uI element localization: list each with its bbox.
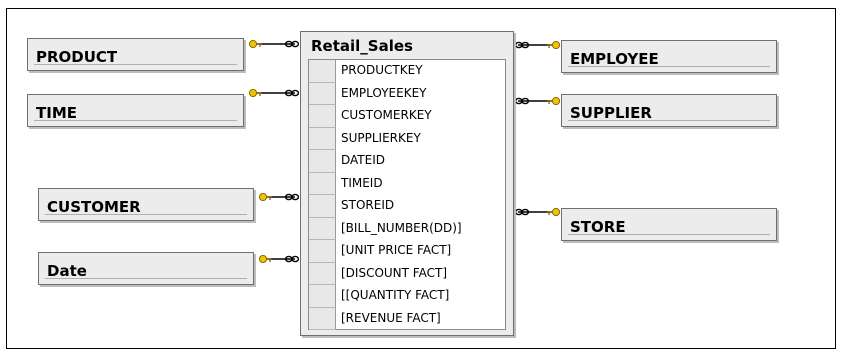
infinity-icon <box>514 97 530 105</box>
field-row[interactable]: TIMEID <box>309 172 505 195</box>
table-divider <box>568 120 770 121</box>
row-selector[interactable] <box>309 60 336 83</box>
row-selector[interactable] <box>309 150 336 173</box>
relationship-store[interactable] <box>514 207 561 216</box>
key-icon <box>547 207 561 216</box>
table-customer[interactable]: CUSTOMER <box>38 188 254 221</box>
row-selector[interactable] <box>309 172 336 195</box>
table-divider <box>45 278 247 279</box>
table-retail-sales[interactable]: Retail_Sales PRODUCTKEY EMPLOYEEKEY CUST… <box>300 31 514 336</box>
row-selector[interactable] <box>309 105 336 128</box>
diagram-frame <box>6 8 836 349</box>
row-selector[interactable] <box>309 82 336 105</box>
infinity-icon <box>284 193 300 201</box>
table-divider <box>45 214 247 215</box>
field-name: SUPPLIERKEY <box>341 130 421 145</box>
field-row[interactable]: [BILL_NUMBER(DD)] <box>309 217 505 240</box>
field-name: [BILL_NUMBER(DD)] <box>341 220 462 235</box>
field-name: STOREID <box>341 198 395 212</box>
relationship-time[interactable] <box>248 89 300 98</box>
table-date[interactable]: Date <box>38 252 254 285</box>
row-selector[interactable] <box>309 285 336 308</box>
field-row[interactable]: [UNIT PRICE FACT] <box>309 240 505 263</box>
table-time[interactable]: TIME <box>27 94 244 127</box>
field-row[interactable]: [REVENUE FACT] <box>309 307 505 330</box>
field-name: [REVENUE FACT] <box>341 310 441 325</box>
infinity-icon <box>284 255 300 263</box>
field-row[interactable]: STOREID <box>309 195 505 218</box>
infinity-icon <box>514 41 530 49</box>
field-name: PRODUCTKEY <box>341 63 423 77</box>
field-list: PRODUCTKEY EMPLOYEEKEY CUSTOMERKEY SUPPL… <box>308 59 506 330</box>
row-selector[interactable] <box>309 307 336 330</box>
field-name: EMPLOYEEKEY <box>341 85 427 100</box>
table-title-customer: CUSTOMER <box>47 198 141 216</box>
table-store[interactable]: STORE <box>561 208 777 241</box>
table-employee[interactable]: EMPLOYEE <box>561 40 777 73</box>
field-name: CUSTOMERKEY <box>341 108 432 122</box>
field-row[interactable]: DATEID <box>309 150 505 173</box>
row-selector[interactable] <box>309 240 336 263</box>
key-icon <box>547 97 561 106</box>
relationship-supplier[interactable] <box>514 97 561 106</box>
row-selector[interactable] <box>309 127 336 150</box>
table-product[interactable]: PRODUCT <box>27 38 244 71</box>
field-row[interactable]: [[QUANTITY FACT] <box>309 285 505 308</box>
key-icon <box>547 41 561 50</box>
relationship-customer[interactable] <box>258 192 300 201</box>
infinity-icon <box>284 40 300 48</box>
table-divider <box>568 234 770 235</box>
relationship-product[interactable] <box>248 40 300 49</box>
field-name: [UNIT PRICE FACT] <box>341 243 452 257</box>
table-title-supplier: SUPPLIER <box>570 104 652 122</box>
field-row[interactable]: PRODUCTKEY <box>309 60 505 83</box>
table-title-date: Date <box>47 262 87 280</box>
relationship-date[interactable] <box>258 254 300 263</box>
field-row[interactable]: [DISCOUNT FACT] <box>309 262 505 285</box>
table-divider <box>34 120 237 121</box>
relationship-employee[interactable] <box>514 41 561 50</box>
table-title-time: TIME <box>36 104 77 122</box>
field-name: [[QUANTITY FACT] <box>341 288 450 302</box>
field-row[interactable]: SUPPLIERKEY <box>309 127 505 150</box>
row-selector[interactable] <box>309 217 336 240</box>
key-icon <box>258 254 272 263</box>
table-title-retail-sales: Retail_Sales <box>311 37 413 55</box>
field-name: TIMEID <box>341 175 383 190</box>
table-divider <box>568 66 770 67</box>
table-title-product: PRODUCT <box>36 48 118 66</box>
field-row[interactable]: EMPLOYEEKEY <box>309 82 505 105</box>
row-selector[interactable] <box>309 195 336 218</box>
table-title-store: STORE <box>570 218 626 236</box>
row-selector[interactable] <box>309 262 336 285</box>
table-title-employee: EMPLOYEE <box>570 50 659 68</box>
field-row[interactable]: CUSTOMERKEY <box>309 105 505 128</box>
table-supplier[interactable]: SUPPLIER <box>561 94 777 127</box>
key-icon <box>248 89 262 98</box>
table-divider <box>34 64 237 65</box>
key-icon <box>258 192 272 201</box>
key-icon <box>248 40 262 49</box>
infinity-icon <box>514 208 530 216</box>
infinity-icon <box>284 89 300 97</box>
field-name: [DISCOUNT FACT] <box>341 265 447 280</box>
field-name: DATEID <box>341 153 385 167</box>
